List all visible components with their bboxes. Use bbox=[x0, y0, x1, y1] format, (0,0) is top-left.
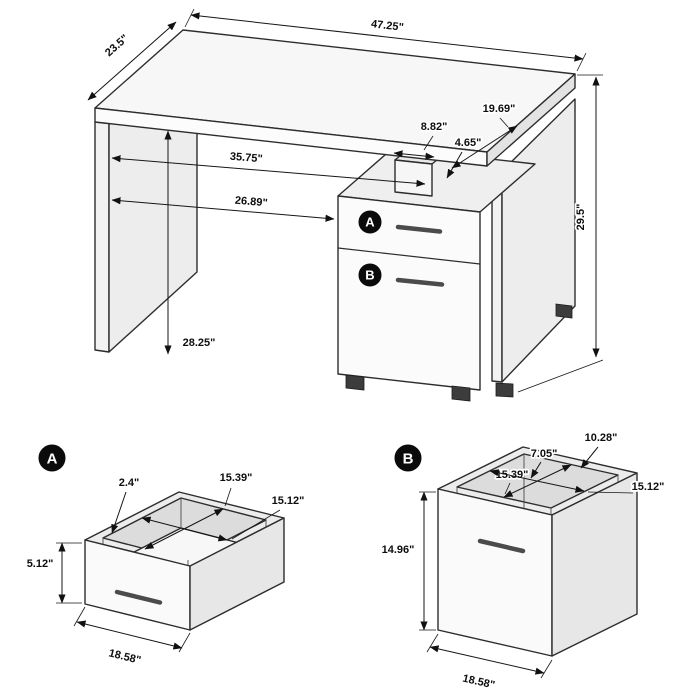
leader-line bbox=[224, 487, 232, 507]
dim-drawer-b-top-depth-label: 10.28" bbox=[585, 432, 618, 444]
extension-line bbox=[576, 52, 587, 72]
dim-drawer-a-interior-width: 15.12" bbox=[141, 493, 306, 542]
dim-desk-height: 29.5" bbox=[517, 74, 604, 393]
leader-line bbox=[587, 491, 634, 494]
desk-foot-pedestal-left bbox=[345, 374, 365, 391]
drawer-a-handle bbox=[114, 589, 163, 605]
dim-desk-height-label: 29.5" bbox=[575, 204, 587, 231]
desk-foot-pedestal-right bbox=[451, 385, 471, 402]
dim-riser-gap-label: 4.65" bbox=[455, 137, 482, 149]
dim-drawer-a-front-width-label: 18.58" bbox=[107, 647, 142, 666]
dim-kneespace-width-label: 35.75" bbox=[229, 151, 263, 166]
dim-drawer-b-interior-width-label: 15.12" bbox=[632, 481, 665, 493]
dim-drawer-b-interior-width: 15.12" bbox=[489, 469, 666, 495]
drawer-a-badge-circle bbox=[358, 210, 382, 234]
drawer-b-front-panel bbox=[437, 488, 553, 657]
leader-arrow bbox=[111, 491, 127, 534]
dim-desk-width: 47.25" bbox=[184, 8, 587, 72]
drawer-b-right-side bbox=[551, 472, 638, 657]
drawer-a-right-side bbox=[189, 517, 285, 631]
drawer-b-detail-badge-circle bbox=[394, 444, 422, 472]
desk-drawer-a-handle bbox=[395, 224, 443, 234]
drawer-a-detail-badge-letter: A bbox=[47, 451, 58, 468]
dim-kneespace-depth: 26.89" bbox=[111, 193, 335, 222]
dim-drawer-b-interior-depth-label: 15.39" bbox=[496, 469, 529, 481]
dimension-line bbox=[111, 155, 426, 187]
leader-arrow bbox=[446, 151, 463, 179]
dim-drawer-b-front-height-label: 14.96" bbox=[382, 544, 415, 556]
dim-drawer-a-front-thickness: 2.4" bbox=[111, 475, 141, 534]
dim-pedestal-top-depth: 19.69" bbox=[451, 101, 518, 169]
drawer-a-detail: A 5.12" 18.58" 2.4" 15.39" bbox=[25, 444, 306, 669]
dimension-line bbox=[111, 197, 335, 222]
dim-drawer-a-interior-depth: 15.39" bbox=[144, 470, 254, 550]
leader-line bbox=[423, 135, 434, 151]
dim-drawer-a-front-height: 5.12" bbox=[25, 542, 82, 604]
dim-drawer-b-back-height: 7.05" bbox=[529, 446, 559, 479]
dim-drawer-b-back-height-label: 7.05" bbox=[531, 448, 558, 460]
dim-riser-width: 8.82" bbox=[393, 119, 449, 160]
desk-right-panel-front-edge bbox=[491, 169, 503, 383]
desk-drawer-b-handle bbox=[395, 277, 445, 287]
desk-isometric-view: A B bbox=[94, 29, 576, 402]
dimension-line bbox=[451, 125, 518, 169]
leader-arrow bbox=[580, 446, 599, 469]
dimension-line bbox=[489, 469, 585, 493]
dimension-line bbox=[141, 516, 228, 542]
dim-desk-depth-label: 23.5" bbox=[103, 32, 131, 59]
dim-drawer-b-front-height: 14.96" bbox=[380, 491, 436, 631]
dim-drawer-b-front-width-label: 18.58" bbox=[461, 673, 496, 692]
desk-foot-front-right bbox=[495, 382, 514, 398]
drawer-b-detail: B 14.96" 18.58" 10.28" 7.05" bbox=[380, 430, 666, 693]
dim-drawer-a-front-height-label: 5.12" bbox=[27, 558, 54, 570]
dimension-line bbox=[76, 620, 183, 650]
drawer-b-badge-circle bbox=[358, 263, 382, 287]
dim-desk-width-label: 47.25" bbox=[370, 18, 404, 34]
dim-drawer-a-interior-depth-label: 15.39" bbox=[220, 472, 253, 484]
drawer-b-handle bbox=[477, 538, 526, 554]
dimension-line bbox=[429, 645, 545, 675]
desk-foot-back-right bbox=[555, 303, 573, 319]
extension-line bbox=[426, 633, 439, 653]
dim-drawer-a-interior-width-label: 15.12" bbox=[272, 495, 305, 507]
drawer-b-detail-badge-letter: B bbox=[403, 451, 414, 468]
dim-pedestal-top-depth-label: 19.69" bbox=[483, 103, 516, 115]
extension-line bbox=[178, 632, 191, 653]
extension-line bbox=[73, 606, 86, 627]
dimension-line bbox=[393, 150, 435, 160]
dim-side-panel-height-label: 28.25" bbox=[183, 337, 216, 349]
desk-drawer-divider-line bbox=[337, 247, 481, 265]
leader-line bbox=[231, 509, 281, 540]
dim-kneespace-depth-label: 26.89" bbox=[234, 195, 268, 210]
extension-line bbox=[517, 359, 604, 393]
drawer-a-badge-letter: A bbox=[365, 215, 375, 230]
desk-pedestal-front-face bbox=[337, 195, 481, 391]
dim-drawer-b-top-depth: 10.28" bbox=[580, 430, 619, 469]
dimension-line bbox=[190, 12, 584, 62]
dim-riser-width-label: 8.82" bbox=[421, 121, 448, 133]
dim-riser-gap: 4.65" bbox=[446, 135, 483, 179]
leader-line bbox=[499, 117, 509, 128]
dim-drawer-a-front-thickness-label: 2.4" bbox=[119, 477, 140, 489]
extension-line bbox=[540, 659, 553, 679]
desk-left-panel-front-edge bbox=[94, 121, 110, 353]
desk-riser-front-face bbox=[394, 159, 433, 197]
dim-kneespace-width: 35.75" bbox=[111, 149, 426, 187]
drawer-b-badge-letter: B bbox=[365, 268, 374, 283]
extension-line bbox=[184, 8, 195, 28]
drawer-a-detail-badge-circle bbox=[38, 444, 66, 472]
dimension-line bbox=[87, 21, 177, 101]
